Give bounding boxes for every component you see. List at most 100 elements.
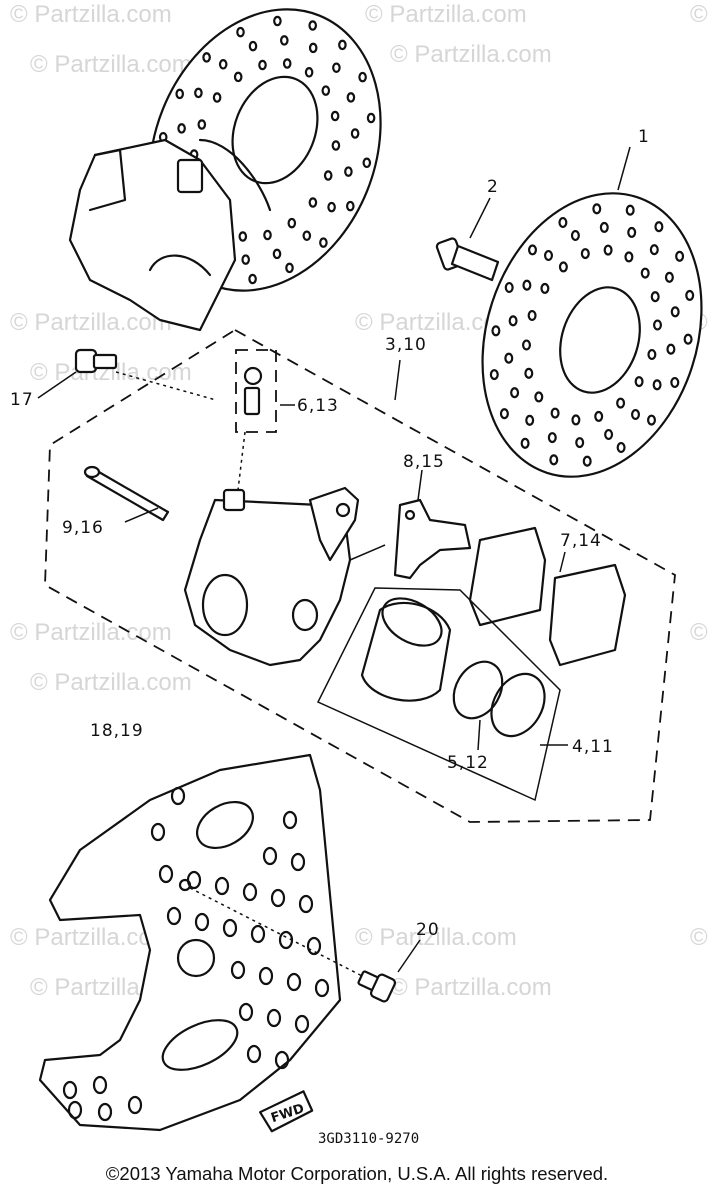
protector-hole [222,918,238,938]
watermark-copyright-mark: © [690,619,708,646]
piston-seal [452,660,504,720]
alignment-line [237,431,246,491]
leader-line [617,146,631,191]
protector-bolt-head [369,973,397,1003]
drilled-hole [616,441,626,454]
drilled-hole [558,261,568,273]
drilled-hole [625,204,635,216]
brake-disc-hub [559,286,641,394]
protector-hole [186,870,202,890]
drilled-hole [604,428,614,441]
drilled-hole [194,87,203,99]
protector-hole [62,1080,78,1100]
drilled-hole [603,244,613,256]
caliper-bolt-shank [92,353,118,370]
protector-hole [127,1095,143,1115]
drilled-hole [510,387,520,399]
drilled-hole [675,250,685,262]
drilled-hole [624,251,634,263]
drilled-hole [287,217,297,229]
protector-hole [97,1102,113,1122]
watermark-layer: © Partzilla.com © Partzilla.com © Partzi… [10,1,708,1001]
disc-protector-part [38,753,371,1132]
drilled-hole [670,376,680,389]
protector-hole [67,1100,83,1120]
watermark-text: © Partzilla.com [10,1,172,28]
drilled-hole [350,128,360,139]
drilled-hole [308,42,318,54]
drilled-hole [175,88,185,100]
drilled-hole [570,229,580,242]
drilled-hole [344,166,353,177]
watermark-copyright-mark: © [690,924,708,951]
drilled-hole [366,112,376,124]
bleed-screw-part [235,349,295,491]
protector-hole [306,936,322,956]
callout-5-12: 5,12 [447,753,489,773]
protector-hole [262,846,278,866]
drilled-hole [331,140,341,151]
drilled-hole [527,244,537,256]
drawing-code: 3GD3110-9270 [318,1131,419,1147]
watermark-text: © Partzilla.com [390,974,552,1001]
caliper-piston [360,601,452,702]
watermark-text: © Partzilla.com [390,41,552,68]
callout-2: 2 [487,177,499,197]
drilled-hole [302,230,312,241]
drilled-hole [327,201,336,213]
caliper-assembly-boundary [44,328,676,823]
callout-20: 20 [416,920,440,940]
leader-line [37,371,77,399]
caliper-mount-hole [335,502,351,518]
drilled-hole [499,408,509,420]
leader-line [559,551,566,573]
drilled-hole [524,367,534,379]
drilled-hole [647,348,657,361]
drilled-hole [640,267,650,279]
drilled-hole [575,437,585,449]
drilled-hole [664,271,674,283]
bleed-screw-box [235,349,277,433]
drilled-hole [549,454,559,466]
copyright-footer: ©2013 Yamaha Motor Corporation, U.S.A. A… [105,1163,609,1184]
pad-spring [393,498,472,580]
disc-bolt-shank [450,244,500,282]
watermark-text: © Partzilla.com [365,1,527,28]
drilled-hole [321,85,331,96]
protector-hole [250,924,266,944]
protector-hole [170,786,186,806]
dust-seal [490,672,546,738]
drilled-hole [358,71,367,83]
drilled-hole [521,339,531,351]
drilled-hole [504,352,514,364]
drilled-hole [650,291,660,303]
protector-hole [150,822,166,842]
protector-bolt-part [357,939,421,1003]
fwd-arrow: FWD [258,1090,314,1133]
disc-protector-plate [38,753,342,1132]
brake-pads-part [468,526,627,667]
fwd-arrow-shape [258,1090,314,1133]
drilled-hole [652,319,662,331]
protector-hole [290,852,306,872]
drilled-hole [177,123,186,134]
pad-spring-hole [404,509,416,521]
caliper-port [291,598,319,632]
drilled-hole [197,119,207,130]
drilled-hole [202,52,211,63]
assembled-caliper-face [88,148,127,212]
protector-hole [230,960,246,980]
protector-lower-slot [161,1019,239,1071]
brake-disc [481,192,703,478]
drilled-hole [592,203,602,215]
protector-hole [166,906,182,926]
protector-slot [196,800,254,850]
drilled-hole [338,39,347,51]
drilled-hole [491,325,501,337]
leader-line [477,719,481,751]
protector-hole [294,1014,310,1034]
assembled-caliper-edge [148,254,212,277]
drilled-hole [525,414,535,426]
assembled-bleed-screw [176,158,204,194]
